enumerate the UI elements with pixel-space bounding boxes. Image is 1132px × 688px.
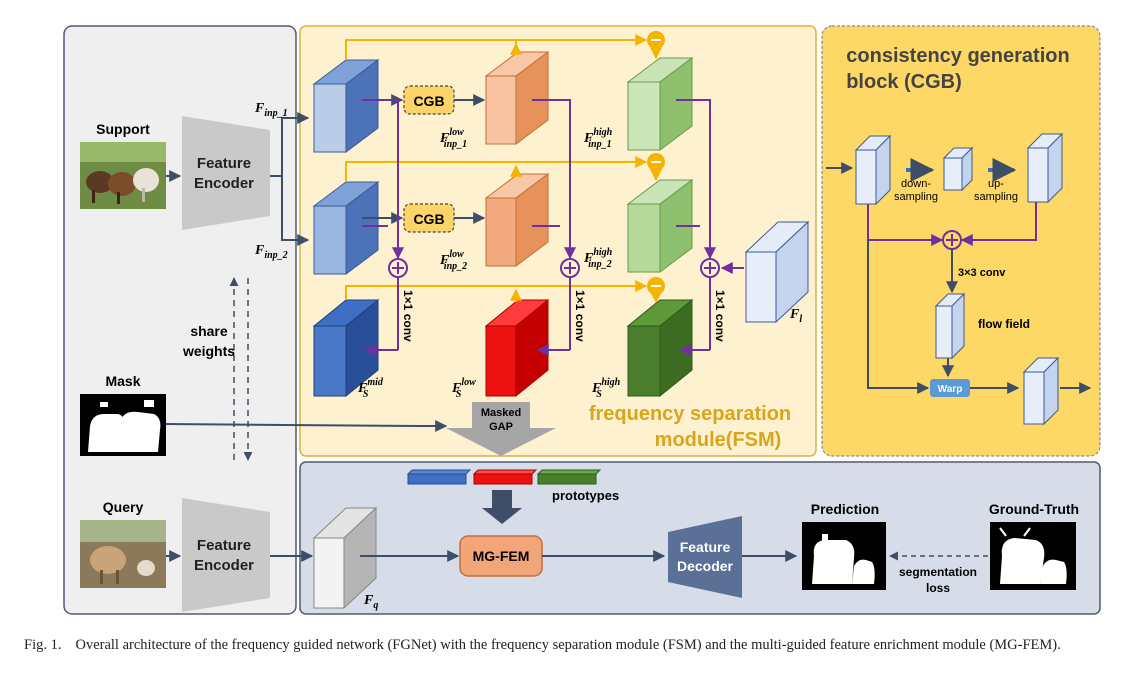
f-inp2-cube: [312, 181, 380, 275]
svg-text:Feature: Feature: [680, 539, 731, 555]
cgb-input-cube: [854, 134, 892, 206]
f-s-low-cube: [484, 298, 550, 398]
encoder-panel: Support Mask Query: [63, 25, 297, 615]
masked-gap: Masked GAP: [446, 402, 556, 456]
fsm-title: frequency separation: [589, 403, 791, 425]
prototypes: prototypes: [406, 469, 619, 503]
svg-text:Encoder: Encoder: [194, 175, 254, 192]
mg-fem-box: MG-FEM: [459, 535, 543, 577]
segmentation-loss-label: segmentation: [899, 565, 977, 579]
query-encoder: Feature Encoder: [182, 498, 270, 612]
cgb-box-1: CGB: [403, 85, 455, 115]
minus-nodes: [647, 31, 665, 295]
plus-nodes: [388, 258, 720, 278]
svg-text:block (CGB): block (CGB): [846, 71, 962, 93]
warp-box: Warp: [930, 379, 970, 397]
down-sampling-label: down-: [901, 178, 931, 190]
cgb-plus-node: [942, 230, 962, 250]
support-label: Support: [96, 121, 150, 137]
f-inp1-cube: [312, 59, 380, 153]
flow-field-cube: [934, 292, 966, 360]
svg-text:Feature: Feature: [197, 537, 251, 554]
up-sampling-label: up-: [988, 178, 1004, 190]
cgb-box-2: CGB: [403, 203, 455, 233]
svg-text:loss: loss: [926, 581, 950, 595]
cgb-output-cube: [1022, 356, 1060, 426]
mask-image: [80, 394, 166, 456]
ground-truth-image: [990, 522, 1076, 590]
cgb-conv-label: 3×3 conv: [958, 267, 1006, 279]
svg-text:sampling: sampling: [894, 191, 938, 203]
conv-label-1: 1×1 conv: [401, 290, 415, 342]
svg-text:Feature: Feature: [197, 155, 251, 172]
svg-text:Encoder: Encoder: [194, 557, 254, 574]
svg-text:prototypes: prototypes: [552, 488, 619, 503]
f-low1-cube: [484, 51, 550, 145]
yellow-paths: [345, 34, 662, 304]
f-inp1-label: Finp_1: [254, 101, 288, 119]
f-high1-cube: [626, 57, 694, 151]
f-low2-cube: [484, 173, 550, 267]
conv-label-3: 1×1 conv: [713, 290, 727, 342]
cgb-small-cube: [942, 146, 974, 192]
svg-text:MG-FEM: MG-FEM: [473, 548, 530, 564]
f-l-label: Fl: [789, 307, 802, 325]
f-s-high-cube: [626, 298, 694, 398]
ground-truth-label: Ground-Truth: [989, 501, 1079, 517]
prediction-label: Prediction: [811, 501, 879, 517]
svg-text:module(FSM): module(FSM): [655, 429, 782, 451]
query-label: Query: [103, 499, 144, 515]
support-image: [80, 142, 166, 209]
conv-label-2: 1×1 conv: [573, 290, 587, 342]
f-l-cube: [744, 220, 810, 324]
f-s-mid-cube: [312, 298, 380, 398]
figure-caption: Fig. 1.Overall architecture of the frequ…: [24, 637, 1061, 653]
svg-text:share: share: [190, 323, 228, 339]
svg-text:weights: weights: [182, 343, 235, 359]
flow-field-label: flow field: [978, 317, 1030, 331]
cgb-up-cube: [1026, 132, 1064, 204]
f-q-cube: [312, 506, 378, 610]
mask-label: Mask: [105, 373, 140, 389]
svg-text:Warp: Warp: [938, 384, 963, 395]
svg-text:GAP: GAP: [489, 421, 513, 433]
svg-text:sampling: sampling: [974, 191, 1018, 203]
feature-decoder: Feature Decoder: [668, 516, 742, 598]
svg-text:CGB: CGB: [413, 211, 444, 227]
prototype-arrow: [482, 490, 522, 524]
purple-paths: [362, 99, 744, 356]
support-encoder: Feature Encoder: [182, 116, 270, 230]
share-weights: share weights: [182, 277, 253, 461]
svg-text:Masked: Masked: [481, 407, 521, 419]
cgb-title: consistency generation: [846, 45, 1069, 67]
prediction-image: [802, 522, 886, 590]
f-inp2-label: Finp_2: [254, 243, 288, 261]
query-image: [80, 520, 166, 588]
svg-text:CGB: CGB: [413, 93, 444, 109]
svg-text:Decoder: Decoder: [677, 558, 734, 574]
